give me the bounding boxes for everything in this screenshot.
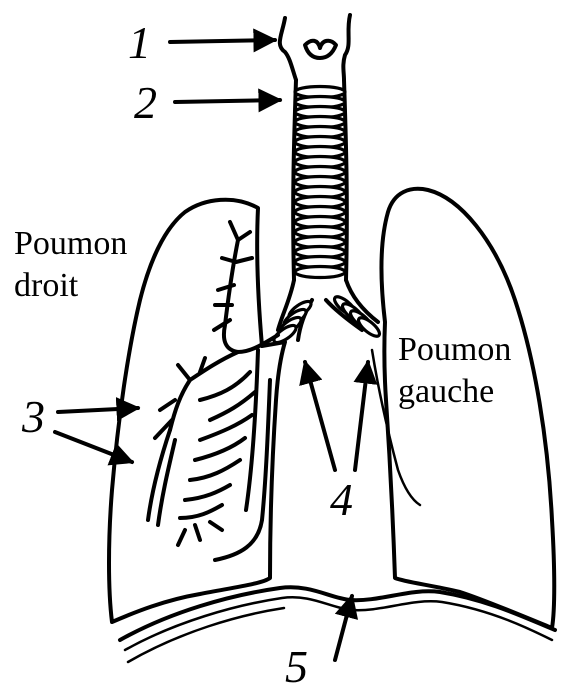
arrow-5: [335, 596, 352, 660]
main-bronchi: [271, 280, 382, 346]
label-4: 4: [330, 474, 353, 525]
right-lung-label-line2: droit: [14, 267, 79, 304]
right-lung-outline: [109, 200, 285, 622]
arrow-3b: [55, 432, 132, 462]
arrow-3a: [58, 408, 138, 412]
arrow-1: [170, 40, 275, 42]
larynx: [280, 15, 350, 80]
label-2: 2: [134, 77, 157, 128]
trachea-ring: [295, 267, 345, 278]
arrow-2: [175, 100, 280, 102]
label-1: 1: [128, 17, 151, 68]
label-3: 3: [21, 391, 45, 442]
trachea: [293, 80, 347, 280]
label-5: 5: [285, 641, 308, 689]
left-lung-label-line1: Poumon: [398, 331, 511, 368]
arrow-4a: [305, 362, 335, 470]
arrow-4b: [355, 362, 368, 470]
right-lung-label-line1: Poumon: [14, 225, 127, 262]
left-lung-label-line2: gauche: [398, 373, 494, 410]
